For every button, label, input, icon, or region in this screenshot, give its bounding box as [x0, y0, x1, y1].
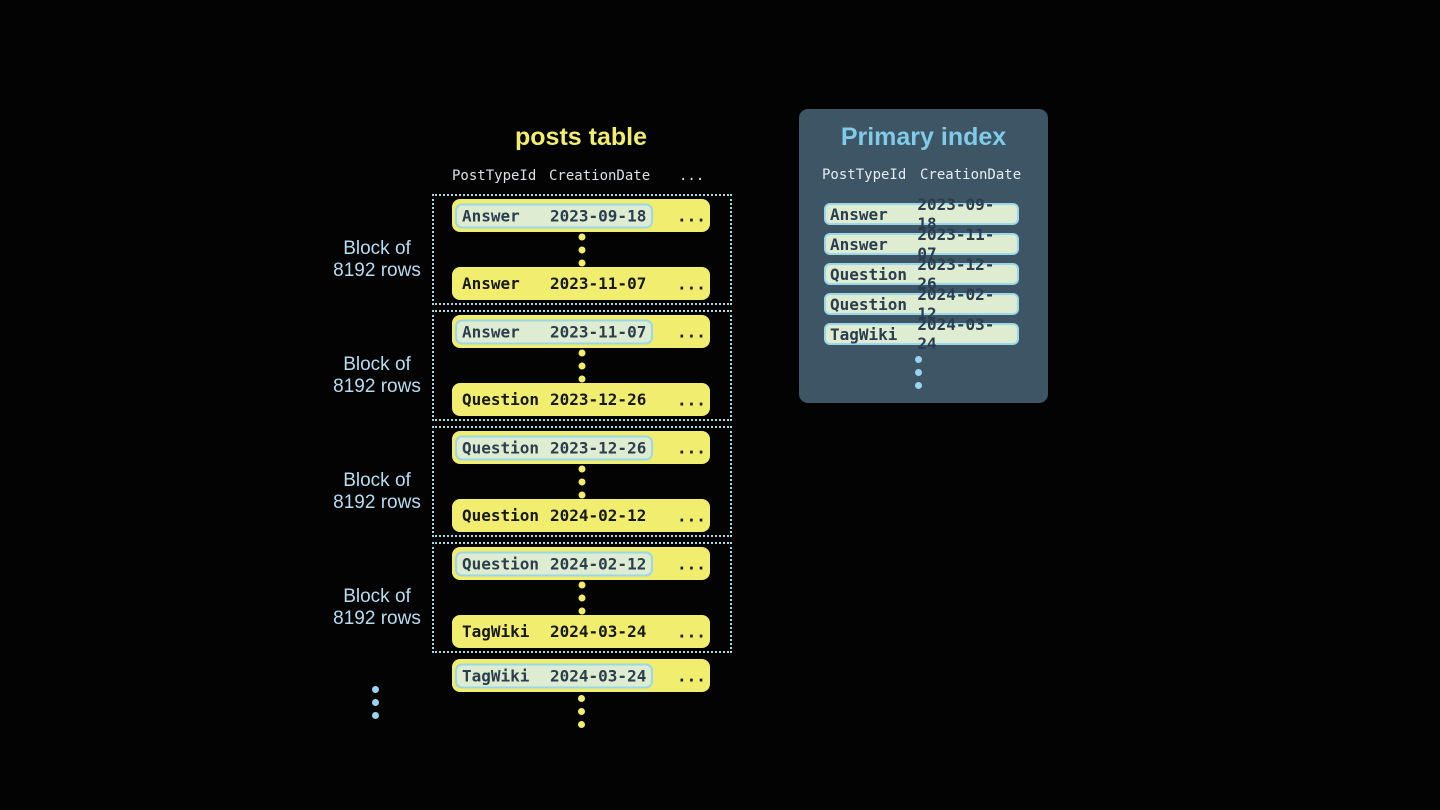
primary-index-title: Primary index — [840, 123, 1007, 151]
more-columns-ellipsis: ... — [677, 554, 706, 573]
posts-table-title: posts table — [515, 123, 647, 151]
hidden-rows-ellipsis-icon — [578, 581, 586, 614]
index-entry: Question 2023-12-26 — [824, 255, 1019, 293]
creation-date-cell: 2024-03-24 — [550, 622, 647, 641]
more-columns-ellipsis: ... — [677, 390, 706, 409]
index-entry: Question 2024-02-12 — [824, 285, 1019, 323]
creation-date-cell: 2024-03-24 — [917, 315, 995, 353]
more-columns-ellipsis: ... — [677, 506, 706, 525]
creation-date-cell: 2023-12-26 — [550, 390, 647, 409]
indexed-row-highlight: Answer 2023-09-18 — [455, 203, 654, 228]
more-index-entries-ellipsis-icon — [915, 356, 922, 389]
block-2-size-label: Block of 8192 rows — [333, 354, 421, 397]
column-header-posttypeid: PostTypeId — [822, 167, 907, 183]
more-columns-ellipsis: ... — [677, 622, 706, 641]
creation-date-cell: 2023-11-07 — [550, 274, 647, 293]
post-type-cell: Question — [462, 554, 540, 573]
creation-date-cell: 2023-11-07 — [550, 322, 647, 341]
block-4-last-row: TagWiki 2024-03-24 ... — [452, 615, 710, 648]
column-header-more-ellipsis: ... — [679, 168, 705, 184]
index-entry: Answer 2023-11-07 — [824, 225, 1019, 263]
block-1-first-row: Answer 2023-09-18 ... — [452, 199, 710, 232]
column-header-creationdate: CreationDate — [920, 167, 1022, 183]
block-3-first-row: Question 2023-12-26 ... — [452, 431, 710, 464]
block-3-size-label: Block of 8192 rows — [333, 470, 421, 513]
post-type-cell: TagWiki — [830, 324, 898, 344]
post-type-cell: Answer — [830, 234, 888, 254]
creation-date-cell: 2023-09-18 — [550, 206, 647, 225]
indexed-row-highlight: Question 2023-12-26 — [455, 435, 654, 460]
post-type-cell: Question — [830, 264, 908, 284]
posts-block-1: Answer 2023-09-18 ... Answer 2023-11-07 ..… — [432, 194, 732, 305]
creation-date-cell: 2023-12-26 — [550, 438, 647, 457]
post-type-cell: Answer — [830, 204, 888, 224]
posts-block-2: Answer 2023-11-07 ... Question 2023-12-26 … — [432, 310, 732, 421]
block-2-last-row: Question 2023-12-26 ... — [452, 383, 710, 416]
hidden-rows-ellipsis-icon — [578, 349, 586, 382]
more-columns-ellipsis: ... — [677, 274, 706, 293]
block-1-size-label: Block of 8192 rows — [333, 238, 421, 281]
block-4-first-row: Question 2024-02-12 ... — [452, 547, 710, 580]
block-1-last-row: Answer 2023-11-07 ... — [452, 267, 710, 300]
creation-date-cell: 2023-11-07 — [917, 225, 995, 263]
post-type-cell: Answer — [462, 274, 520, 293]
posts-block-3: Question 2023-12-26 ... Question 2024-02-1… — [432, 426, 732, 537]
more-rows-ellipsis-icon — [578, 695, 585, 728]
more-columns-ellipsis: ... — [677, 206, 706, 225]
column-header-creationdate: CreationDate — [549, 168, 651, 184]
indexed-row-highlight: TagWiki 2024-03-24 — [455, 663, 654, 688]
overflow-first-row: TagWiki 2024-03-24 ... — [452, 659, 710, 692]
posts-block-4: Question 2024-02-12 ... TagWiki 2024-03-24… — [432, 542, 732, 653]
index-entry: TagWiki 2024-03-24 — [824, 315, 1019, 353]
creation-date-cell: 2023-09-18 — [917, 195, 995, 233]
indexed-row-highlight: Question 2024-02-12 — [455, 551, 654, 576]
indexed-row-highlight: Answer 2023-11-07 — [455, 319, 654, 344]
post-type-cell: Question — [462, 506, 540, 525]
post-type-cell: Question — [830, 294, 908, 314]
hidden-rows-ellipsis-icon — [578, 233, 586, 266]
more-columns-ellipsis: ... — [677, 322, 706, 341]
block-3-last-row: Question 2024-02-12 ... — [452, 499, 710, 532]
creation-date-cell: 2024-02-12 — [550, 506, 647, 525]
block-2-first-row: Answer 2023-11-07 ... — [452, 315, 710, 348]
creation-date-cell: 2023-12-26 — [917, 255, 995, 293]
creation-date-cell: 2024-03-24 — [550, 666, 647, 685]
post-type-cell: Answer — [462, 322, 520, 341]
post-type-cell: TagWiki — [462, 622, 530, 641]
block-4-size-label: Block of 8192 rows — [333, 586, 421, 629]
more-blocks-ellipsis-icon — [372, 686, 379, 719]
primary-index-panel: Primary index PostTypeId CreationDate An… — [799, 109, 1048, 403]
more-columns-ellipsis: ... — [677, 438, 706, 457]
more-columns-ellipsis: ... — [677, 666, 706, 685]
creation-date-cell: 2024-02-12 — [550, 554, 647, 573]
creation-date-cell: 2024-02-12 — [917, 285, 995, 323]
column-header-posttypeid: PostTypeId — [452, 168, 537, 184]
post-type-cell: Question — [462, 438, 540, 457]
index-entry: Answer 2023-09-18 — [824, 195, 1019, 233]
hidden-rows-ellipsis-icon — [578, 465, 586, 498]
post-type-cell: Question — [462, 390, 540, 409]
post-type-cell: TagWiki — [462, 666, 530, 685]
post-type-cell: Answer — [462, 206, 520, 225]
